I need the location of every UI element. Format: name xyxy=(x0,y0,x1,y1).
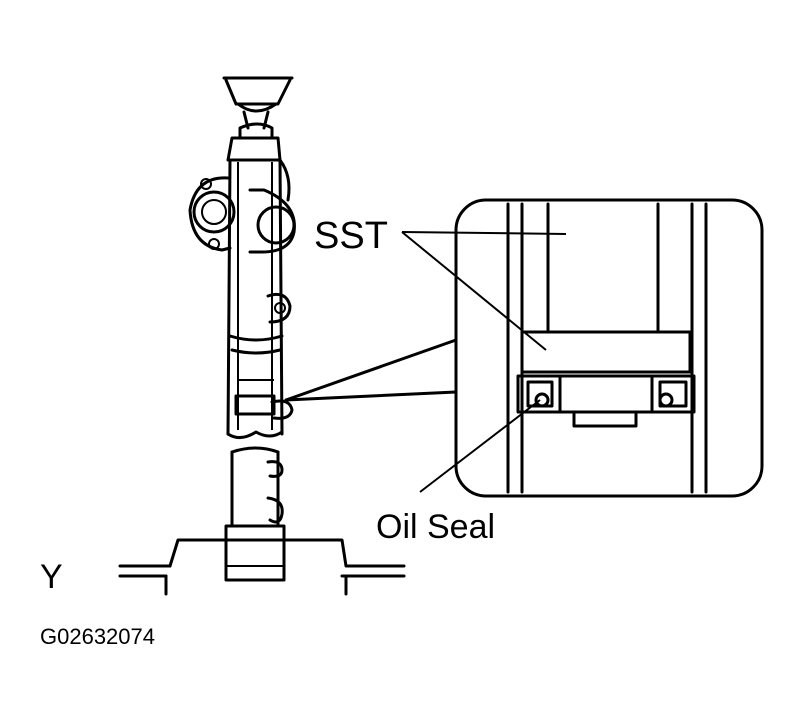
callout-leader xyxy=(284,338,458,402)
figure-code: G02632074 xyxy=(40,624,155,649)
sst-label: SST xyxy=(314,215,388,257)
lower-tube xyxy=(224,446,286,582)
oil-seal-label: Oil Seal xyxy=(376,508,495,546)
rack-housing xyxy=(188,122,296,439)
detail-inset xyxy=(454,198,764,498)
label-leaders xyxy=(401,231,567,493)
view-letter: Y xyxy=(40,558,63,596)
bench-vice xyxy=(118,538,406,596)
funnel xyxy=(222,76,294,130)
